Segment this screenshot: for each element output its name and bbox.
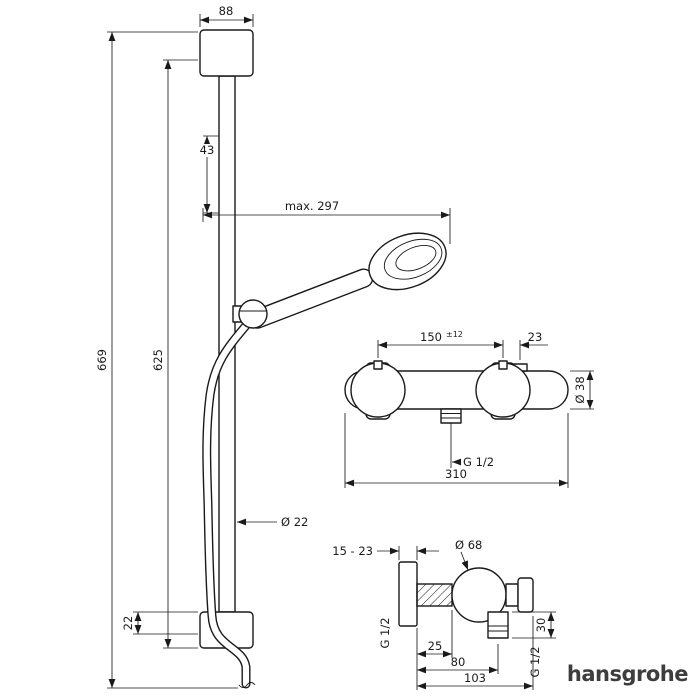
dim-escutcheon-diameter: Ø 68 [455, 538, 482, 571]
holder-knob [238, 299, 268, 329]
extension-lines [107, 31, 238, 689]
spray-face-outer [383, 238, 443, 280]
dim-label-holder-offset: 43 [200, 143, 215, 157]
dim-label-escutcheon-diameter: Ø 68 [455, 538, 482, 552]
spray-face-inner [395, 244, 437, 272]
dim-overall-height: 669 [95, 31, 238, 689]
dim-label-bar-length: 625 [151, 349, 165, 371]
dim-label-connection-distance: 150 [420, 330, 442, 344]
dim-label-right-offset: 23 [528, 330, 543, 344]
thermostat-handle-grip [373, 360, 383, 370]
dim-label-outlet-drop: 30 [534, 618, 548, 633]
dim-label-outlet-distance: 80 [451, 655, 466, 669]
dim-label-outlet-thread-front: G 1/2 [463, 455, 494, 469]
dim-outlet-drop: 30 [512, 611, 556, 639]
thermostat-handle [350, 362, 406, 418]
outlet-thread-lines [441, 413, 461, 419]
extension-lines [398, 546, 418, 560]
dim-label-overall-width: 310 [445, 467, 467, 481]
dim-label-bottom-offset: 22 [121, 616, 135, 631]
extension-lines [416, 610, 453, 690]
dim-label-overall-depth: 103 [464, 671, 486, 685]
dim-bar-length: 625 [151, 59, 198, 649]
hand-shower [247, 232, 447, 329]
extension-lines [344, 413, 569, 488]
dim-nipple-length: 25 [416, 610, 453, 690]
dim-outlet-distance: 80 [417, 644, 499, 674]
outlet-thread-lines [488, 625, 508, 632]
dim-connection-distance: 150 ±12 [377, 330, 504, 358]
dim-label-connection-tolerance: ±12 [446, 330, 463, 339]
dim-bracket-width: 88 [199, 4, 254, 27]
shower-bar-assembly [199, 29, 447, 689]
mixer-side-view [398, 561, 534, 639]
threaded-nipple [416, 583, 453, 607]
dim-outlet-thread-front: G 1/2 [452, 455, 494, 469]
outlet-thread-body [440, 408, 462, 424]
dim-wall-distance: 15 - 23 [332, 544, 439, 560]
dim-label-nipple-length: 25 [428, 639, 443, 653]
dim-body-diameter: Ø 38 [570, 370, 594, 410]
hose-cut-end [238, 682, 256, 688]
dim-label-overall-height: 669 [95, 349, 109, 371]
dim-label-max-reach: max. 297 [285, 199, 339, 213]
wall-escutcheon [398, 561, 418, 627]
dim-label-bracket-width: 88 [219, 4, 234, 18]
dim-bottom-offset: 22 [121, 611, 198, 635]
bottom-outlet [487, 611, 509, 639]
hose-fill [203, 318, 253, 688]
hand-shower-head [368, 232, 447, 291]
handle-stem [505, 583, 519, 607]
extension-lines [133, 611, 198, 635]
brand-logo: hansgrohe [567, 662, 688, 686]
leader-line [460, 551, 469, 571]
dim-max-reach: max. 297 [202, 199, 451, 244]
top-bracket [199, 29, 254, 77]
outlet-connector [440, 408, 462, 468]
shower-hose [202, 317, 256, 689]
mixer-front-view [344, 360, 569, 468]
shutoff-handle [475, 362, 531, 418]
dim-label-wall-distance: 15 - 23 [332, 544, 373, 558]
label-background [196, 144, 218, 157]
slider-holder [232, 299, 268, 329]
shutoff-handle-grip [498, 360, 508, 370]
dim-bar-diameter: Ø 22 [237, 515, 308, 529]
dim-label-outlet-thread-side: G 1/2 [528, 646, 542, 677]
dim-label-body-diameter: Ø 38 [573, 376, 587, 403]
dim-label-inlet-thread: G 1/2 [378, 617, 392, 648]
dim-overall-width: 310 [344, 413, 569, 488]
outlet-body [487, 611, 509, 639]
dim-label-bar-diameter: Ø 22 [281, 515, 308, 529]
side-handle [517, 577, 534, 613]
dim-overall-depth: 103 [417, 616, 534, 690]
dim-right-offset: 23 [519, 330, 548, 360]
dim-holder-offset: 43 [196, 135, 219, 214]
